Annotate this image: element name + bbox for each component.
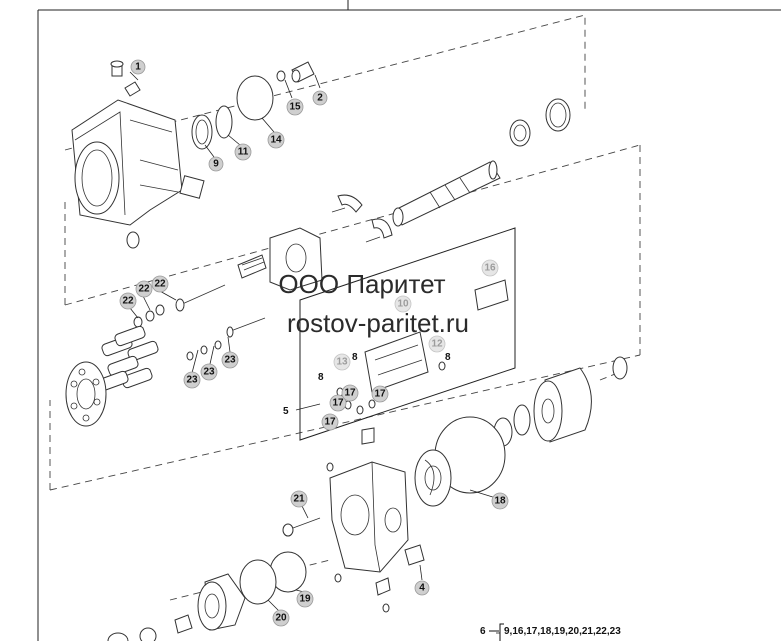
svg-text:17: 17 [344,388,356,399]
callout-22-b: 22 [135,280,153,298]
svg-text:23: 23 [203,367,215,378]
callout-1: 1 [130,59,146,75]
leader-lines [129,71,500,634]
svg-text:22: 22 [154,279,166,290]
kit-contents: 9,16,17,18,19,20,21,22,23 [504,626,621,637]
svg-text:17: 17 [324,417,336,428]
control-valve [336,279,509,415]
kit-5-box [299,227,516,441]
callout-13: 13 [333,353,351,371]
svg-text:12: 12 [431,339,443,350]
callout-23-c: 23 [221,351,239,369]
retainer-plate [65,361,107,427]
svg-text:19: 19 [299,594,311,605]
retaining-rings [191,61,315,150]
label-8-b: 8 [445,352,451,363]
swashplate [237,227,323,291]
pump-housing [71,60,205,249]
callout-14: 14 [267,131,285,149]
callout-17-c: 17 [371,385,389,403]
kit-number: 6 [480,626,486,637]
label-5: 5 [283,406,289,417]
svg-text:2: 2 [317,93,323,104]
callout-10: 10 [394,295,412,313]
svg-text:4: 4 [419,583,425,594]
label-8-c: 8 [318,372,324,383]
valve-plate [414,449,452,507]
auxiliary-mount [107,551,307,641]
callout-21: 21 [290,490,308,508]
drive-shaft-assembly [392,98,571,227]
pistons [97,325,159,392]
cylinder-barrel [493,356,628,447]
callout-12: 12 [428,335,446,353]
svg-text:21: 21 [293,494,305,505]
kit-box-placeholder [0,0,1,1]
callout-17-d: 17 [321,413,339,431]
callout-22-a: 22 [151,275,169,293]
cradle-bearings [331,194,393,243]
watermark-company: ООО Паритет [278,269,445,299]
watermark-website: rostov-paritet.ru [287,308,469,338]
svg-text:13: 13 [336,357,348,368]
callout-23-a: 23 [183,371,201,389]
svg-text:22: 22 [138,284,150,295]
svg-text:15: 15 [289,102,301,113]
callout-9: 9 [208,156,224,172]
bolt [282,517,321,537]
callout-18: 18 [491,492,509,510]
callout-23-b: 23 [200,363,218,381]
kit-note: 6 9,16,17,18,19,20,21,22,23 [480,623,621,641]
svg-text:20: 20 [275,613,287,624]
svg-text:17: 17 [332,398,344,409]
svg-text:1: 1 [135,62,141,73]
svg-text:9: 9 [213,159,219,170]
end-cover [326,427,425,613]
callout-17-a: 17 [329,394,347,412]
callout-11: 11 [234,143,252,161]
svg-text:23: 23 [186,375,198,386]
callout-19: 19 [296,590,314,608]
callout-16: 16 [481,259,499,277]
callout-4: 4 [414,580,430,596]
label-8-a: 8 [352,352,358,363]
svg-text:18: 18 [494,496,506,507]
svg-text:16: 16 [484,263,496,274]
svg-text:23: 23 [224,355,236,366]
callout-15: 15 [286,98,304,116]
callout-2: 2 [312,90,328,106]
svg-text:22: 22 [122,296,134,307]
callout-20: 20 [272,609,290,627]
svg-text:11: 11 [238,147,249,158]
svg-text:17: 17 [374,389,386,400]
svg-text:10: 10 [397,299,409,310]
callout-17-b: 17 [341,384,359,402]
callout-22-c: 22 [119,292,137,310]
svg-text:14: 14 [270,135,282,146]
